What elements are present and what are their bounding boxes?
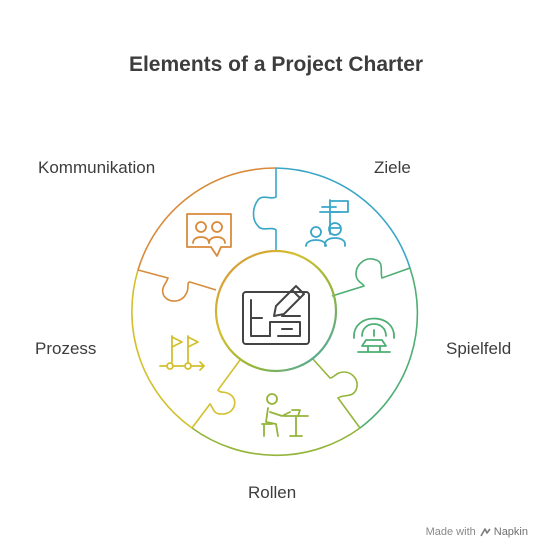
segment-label-rollen: Rollen xyxy=(248,483,297,502)
watermark-brand-text: Napkin xyxy=(493,526,528,538)
flag-path-icon xyxy=(159,335,205,371)
watermark-prefix: Made with xyxy=(425,526,476,538)
arena-icon xyxy=(353,317,395,353)
divider-right xyxy=(331,258,411,297)
watermark-brand: Napkin xyxy=(480,526,528,538)
napkin-logo-icon xyxy=(480,527,491,536)
team-flag-icon xyxy=(305,199,349,247)
center-circle xyxy=(214,249,338,373)
divider-lower-left xyxy=(191,359,241,429)
watermark: Made with Napkin xyxy=(426,526,528,538)
segment-label-spielfeld: Spielfeld xyxy=(446,339,512,358)
segment-label-kommunikation: Kommunikation xyxy=(38,158,156,177)
divider-left xyxy=(137,269,217,302)
segment-arc-rollen xyxy=(191,427,361,456)
page-title: Elements of a Project Charter xyxy=(128,53,424,76)
segment-arc-prozess xyxy=(131,269,193,429)
divider-top xyxy=(252,168,277,251)
segment-arc-spielfeld xyxy=(359,267,419,429)
blueprint-pencil-icon xyxy=(242,285,310,345)
segment-arc-ziele xyxy=(275,167,411,269)
chat-people-icon xyxy=(186,213,232,257)
segment-label-prozess: Prozess xyxy=(35,339,97,358)
segment-arc-kommunikation xyxy=(137,167,277,271)
person-at-desk-icon xyxy=(261,393,309,437)
divider-lower-right xyxy=(311,357,361,429)
segment-label-ziele: Ziele xyxy=(374,158,411,177)
